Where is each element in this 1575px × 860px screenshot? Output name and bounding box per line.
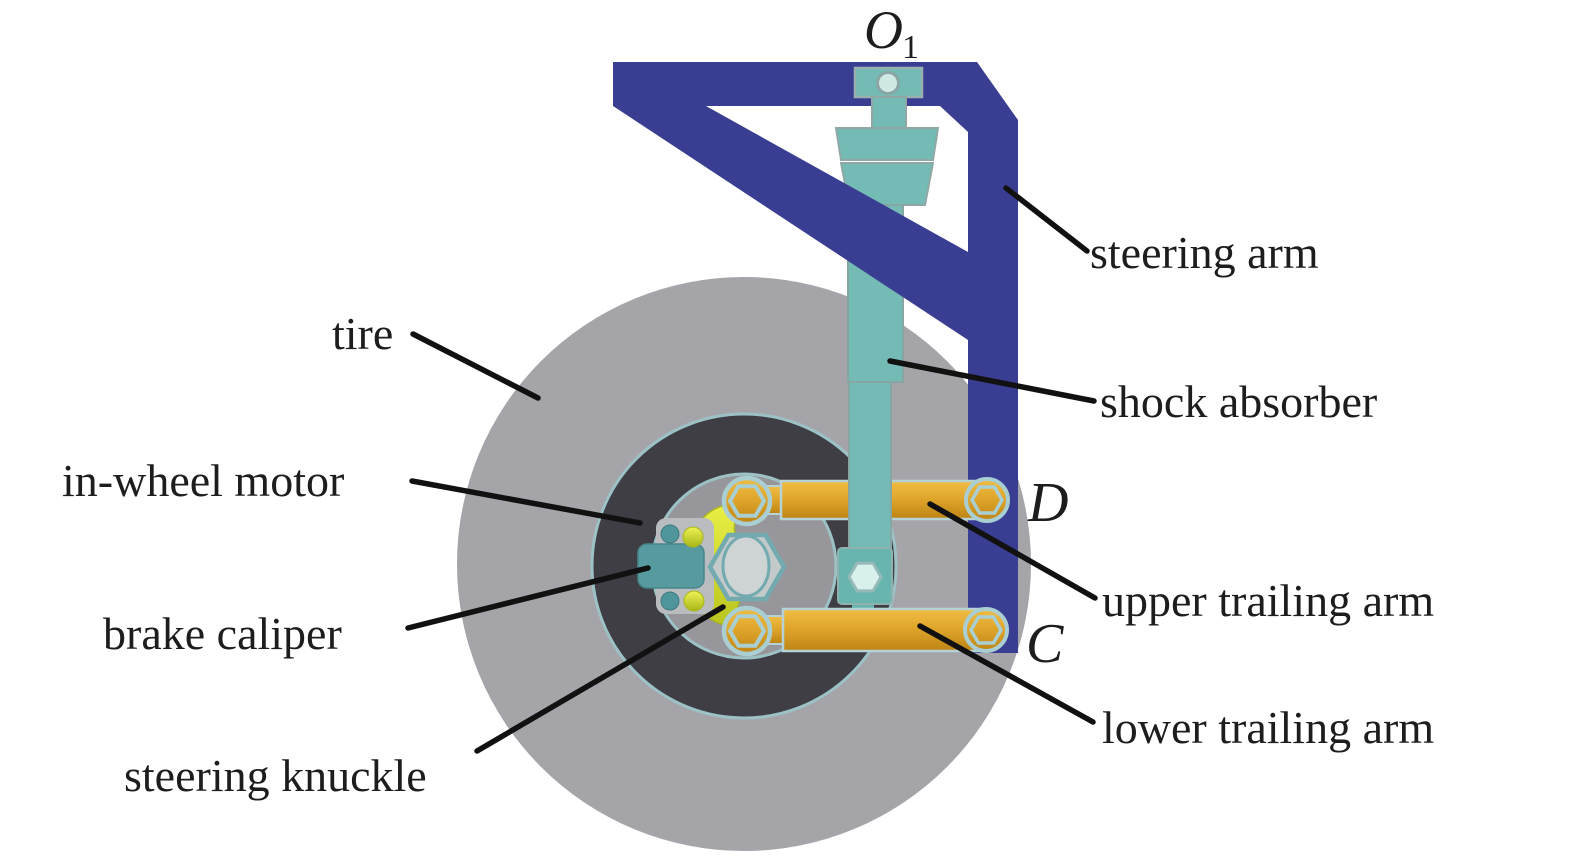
lower-arm-front-bolt	[721, 605, 773, 657]
leader-lines	[405, 185, 1098, 754]
upper-arm-front-bolt	[721, 475, 773, 527]
leader-steering-knuckle	[474, 604, 726, 754]
steering-arm-brace-shape	[613, 106, 968, 340]
label-shock-absorber: shock absorber	[1100, 376, 1377, 427]
leader-tire	[410, 331, 541, 401]
leader-upper-trailing-arm	[927, 501, 1098, 601]
caliper-pin-top	[660, 524, 680, 544]
brake-caliper-shape	[637, 543, 705, 589]
point-label-o: O	[864, 0, 903, 60]
point-label-o-subscript: 1	[902, 29, 919, 66]
knuckle-bushing-bottom	[683, 590, 705, 612]
leader-brake-caliper	[405, 565, 651, 631]
label-upper-trailing-arm: upper trailing arm	[1102, 575, 1434, 626]
steering-arm-frame-shape	[613, 62, 1018, 653]
joint-d-bolt	[964, 477, 1010, 523]
label-steering-knuckle: steering knuckle	[124, 750, 427, 801]
hub-nut-face	[721, 534, 771, 598]
leader-in-wheel-motor	[409, 478, 643, 526]
shock-mount-hex	[847, 561, 883, 593]
knuckle-bushing-top	[682, 526, 704, 548]
leader-lower-trailing-arm	[917, 623, 1096, 725]
label-lower-trailing-arm: lower trailing arm	[1102, 702, 1434, 753]
shock-top-eyelet	[876, 71, 900, 95]
label-tire: tire	[332, 308, 393, 359]
label-brake-caliper: brake caliper	[103, 608, 342, 659]
point-label-c: C	[1026, 613, 1064, 675]
label-steering-arm: steering arm	[1090, 227, 1319, 278]
leader-steering-arm	[1003, 185, 1090, 254]
leader-shock-absorber	[887, 358, 1097, 404]
label-in-wheel-motor: in-wheel motor	[62, 455, 344, 506]
point-label-d: D	[1027, 472, 1068, 534]
caliper-pin-bottom	[660, 591, 680, 611]
joint-c-bolt	[963, 607, 1009, 653]
